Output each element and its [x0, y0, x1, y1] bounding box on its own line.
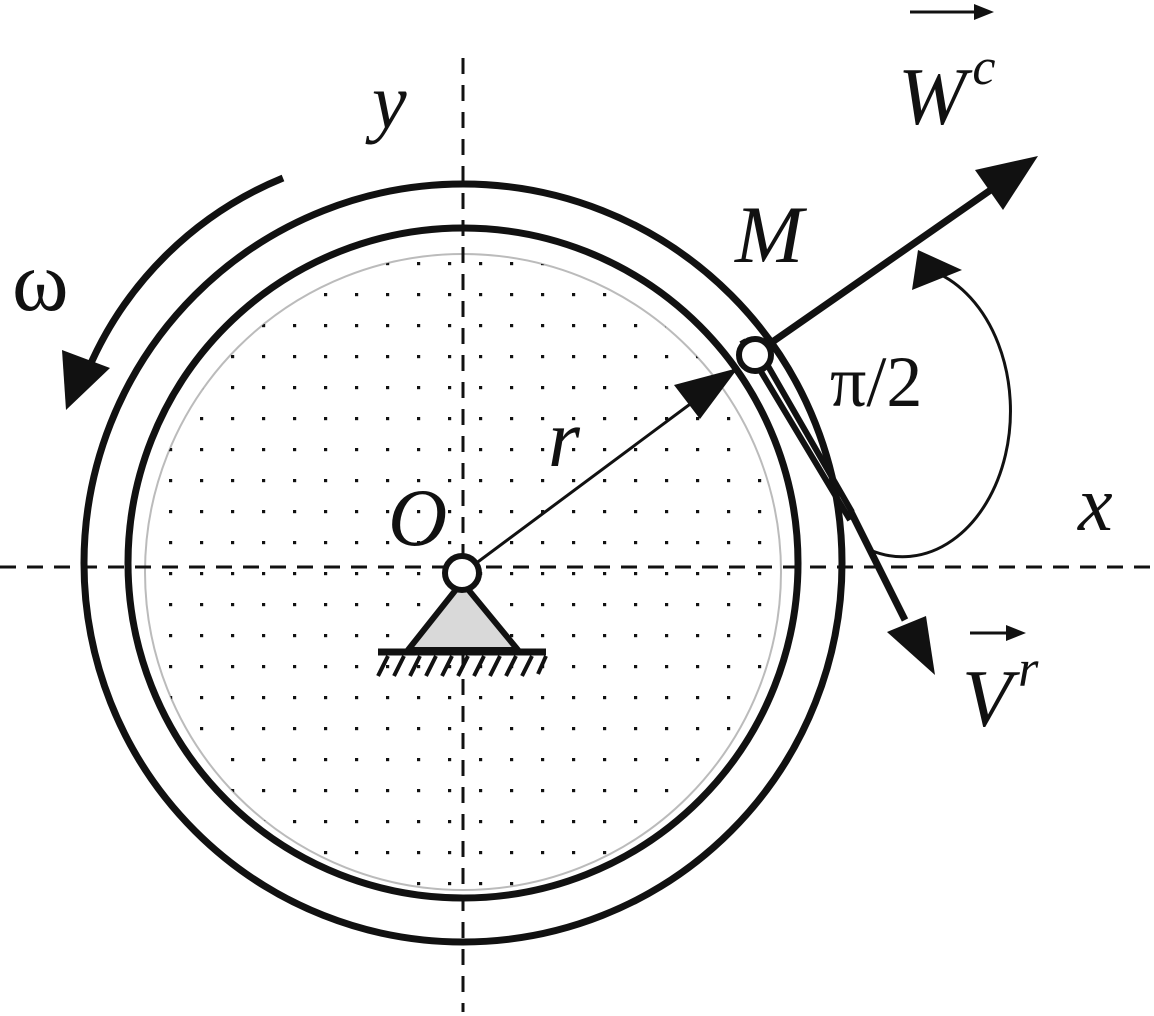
coriolis-acceleration-arrow: [766, 156, 1038, 348]
relative-velocity-arrow: [846, 508, 935, 675]
omega-label: ω: [12, 233, 69, 329]
pivot-support: [376, 579, 548, 677]
axis-y-label: y: [365, 58, 407, 145]
radius-label: r: [548, 393, 581, 484]
v-vector-overbar: [970, 625, 1026, 641]
axis-x-label: x: [1077, 460, 1113, 547]
w-vector-overbar: [910, 4, 994, 20]
angular-velocity-arrow: [62, 174, 285, 410]
point-m-marker: [736, 336, 774, 374]
radius-vector: [462, 368, 738, 575]
angle-label: π/2: [830, 342, 922, 422]
outer-ring: [80, 180, 846, 946]
right-angle-arc: [869, 250, 1012, 559]
pivot-o-marker: [442, 553, 482, 593]
origin-label: O: [388, 472, 447, 563]
point-m-label: M: [734, 189, 808, 280]
